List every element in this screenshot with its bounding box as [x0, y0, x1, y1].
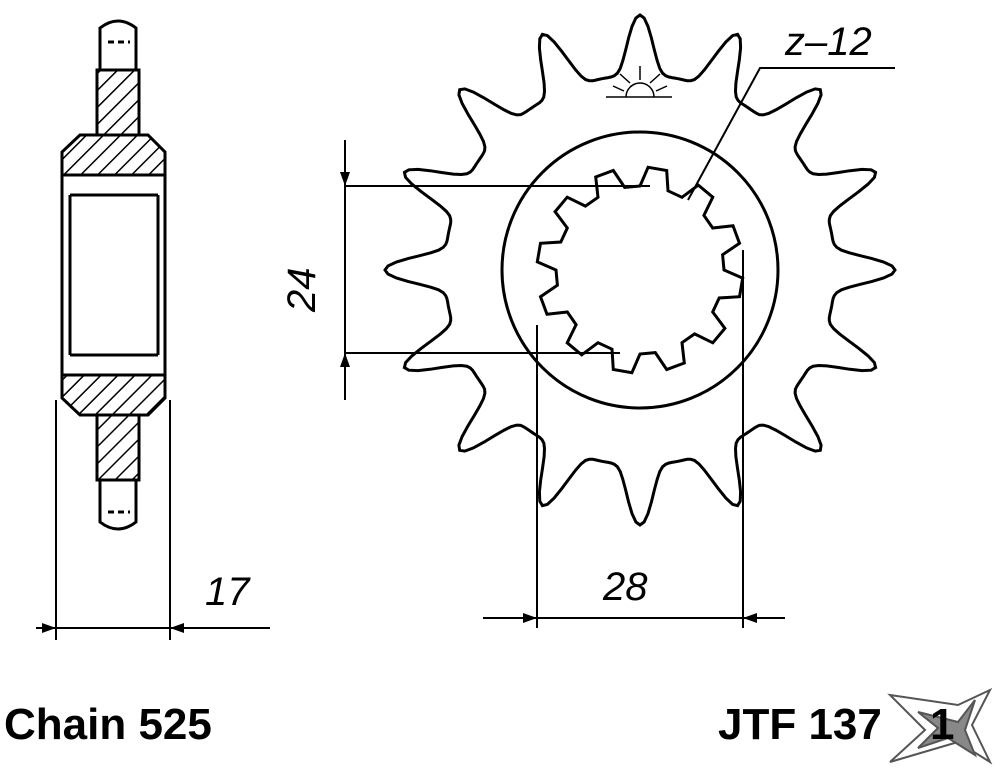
part-number: JTF 137 [718, 700, 882, 749]
part-number-logo-digit: 1 [930, 700, 955, 749]
sun-logo-icon [606, 66, 672, 98]
spline-leader [687, 67, 895, 201]
lower-tooth-profile [98, 478, 138, 531]
lower-hub-hatched [60, 373, 167, 417]
upper-tooth-profile [98, 19, 138, 72]
width-dimension-label: 17 [205, 570, 250, 614]
lower-rim-hatched [95, 413, 141, 482]
hub-bore [60, 173, 167, 377]
chain-label: Chain 525 [4, 700, 212, 749]
sprocket-outer-teeth [383, 13, 897, 527]
upper-rim-hatched [95, 68, 141, 137]
spline-outer-dimension-label: 28 [603, 565, 648, 609]
spline-bore [535, 165, 745, 375]
spline-count-label: z–12 [785, 20, 872, 64]
side-profile [36, 19, 270, 640]
jt-star-logo-icon [887, 687, 993, 765]
spline-inner-dimension-label: 24 [280, 267, 324, 313]
upper-hub-hatched [60, 133, 167, 177]
hub-circle [500, 130, 780, 410]
front-view [340, 13, 897, 628]
